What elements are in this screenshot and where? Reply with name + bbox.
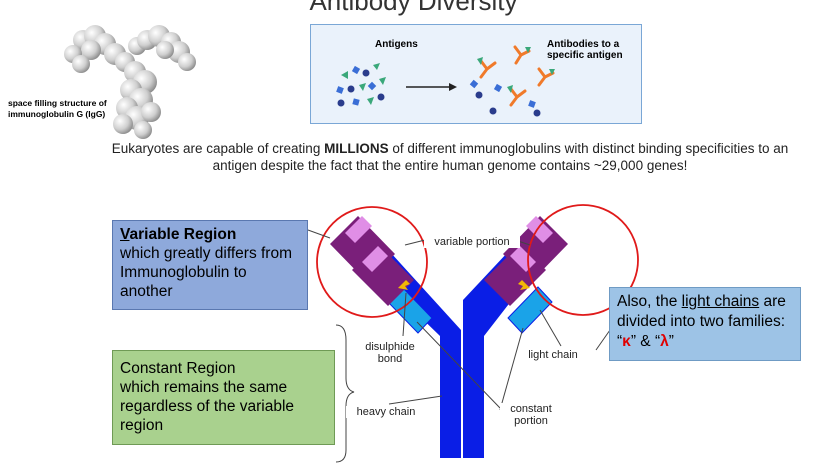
lambda-symbol: λ bbox=[660, 333, 669, 350]
variable-region-heading: Variable Region bbox=[120, 225, 300, 244]
variable-heading-rest: ariable Region bbox=[129, 226, 237, 243]
light-box-middle: are divided into two families: “ bbox=[617, 293, 786, 350]
constant-region-brace bbox=[335, 324, 355, 463]
variable-region-body: which greatly differs from Immunoglobuli… bbox=[120, 245, 292, 300]
antigens-label: Antigens bbox=[375, 39, 418, 50]
light-box-underlined: light chains bbox=[681, 293, 760, 310]
variable-tips bbox=[330, 216, 568, 306]
antibody-shapes bbox=[479, 45, 555, 107]
light-box-separator: ” & “ bbox=[630, 333, 661, 350]
variable-region-box: Variable Region which greatly differs fr… bbox=[112, 220, 308, 310]
light-chain-label: light chain bbox=[518, 349, 588, 361]
intro-text-start: Eukaryotes are capable of creating bbox=[111, 141, 325, 156]
intro-paragraph: Eukaryotes are capable of creating MILLI… bbox=[100, 140, 800, 174]
variable-portion-label: variable portion bbox=[424, 236, 520, 248]
constant-region-box: Constant Region which remains the same r… bbox=[112, 350, 335, 445]
inset-illustration bbox=[336, 45, 555, 117]
disulphide-label-line1: disulphide bbox=[365, 341, 415, 353]
constant-region-body: which remains the same regardless of the… bbox=[120, 379, 295, 434]
variable-heading-initial: V bbox=[120, 226, 130, 243]
heavy-chain-label: heavy chain bbox=[346, 406, 426, 418]
molecule-caption: space filling structure of immunoglobuli… bbox=[8, 98, 107, 119]
antibodies-label: Antibodies to a specific antigen bbox=[547, 39, 623, 61]
light-chain-families-box: Also, the light chains are divided into … bbox=[609, 287, 801, 361]
intro-text-end: of different immunoglobulins with distin… bbox=[212, 141, 789, 173]
variable-region-circles bbox=[316, 204, 639, 318]
page-title: Antibody Diversity bbox=[309, 0, 518, 16]
light-box-prefix: Also, the bbox=[617, 293, 682, 310]
leader-lines bbox=[307, 229, 611, 411]
constant-portion-label: constant portion bbox=[500, 403, 562, 427]
igg-molecule-image bbox=[64, 25, 196, 139]
antigen-shapes bbox=[336, 63, 386, 107]
constant-label-line2: portion bbox=[514, 415, 548, 427]
disulphide-bond-label: disulphide bond bbox=[352, 341, 428, 365]
disulphide-bond-icons bbox=[398, 280, 530, 290]
constant-label-line1: constant bbox=[510, 403, 552, 415]
constant-region-heading: Constant Region bbox=[120, 360, 236, 377]
light-box-suffix: ” bbox=[668, 333, 674, 350]
light-chain-constant bbox=[387, 286, 553, 334]
intro-emphasis: MILLIONS bbox=[324, 141, 389, 156]
kappa-symbol: κ bbox=[622, 333, 631, 350]
antigen-antibody-inset: Antigens Antibodies to a specific antige… bbox=[310, 24, 642, 124]
disulphide-label-line2: bond bbox=[377, 353, 403, 365]
